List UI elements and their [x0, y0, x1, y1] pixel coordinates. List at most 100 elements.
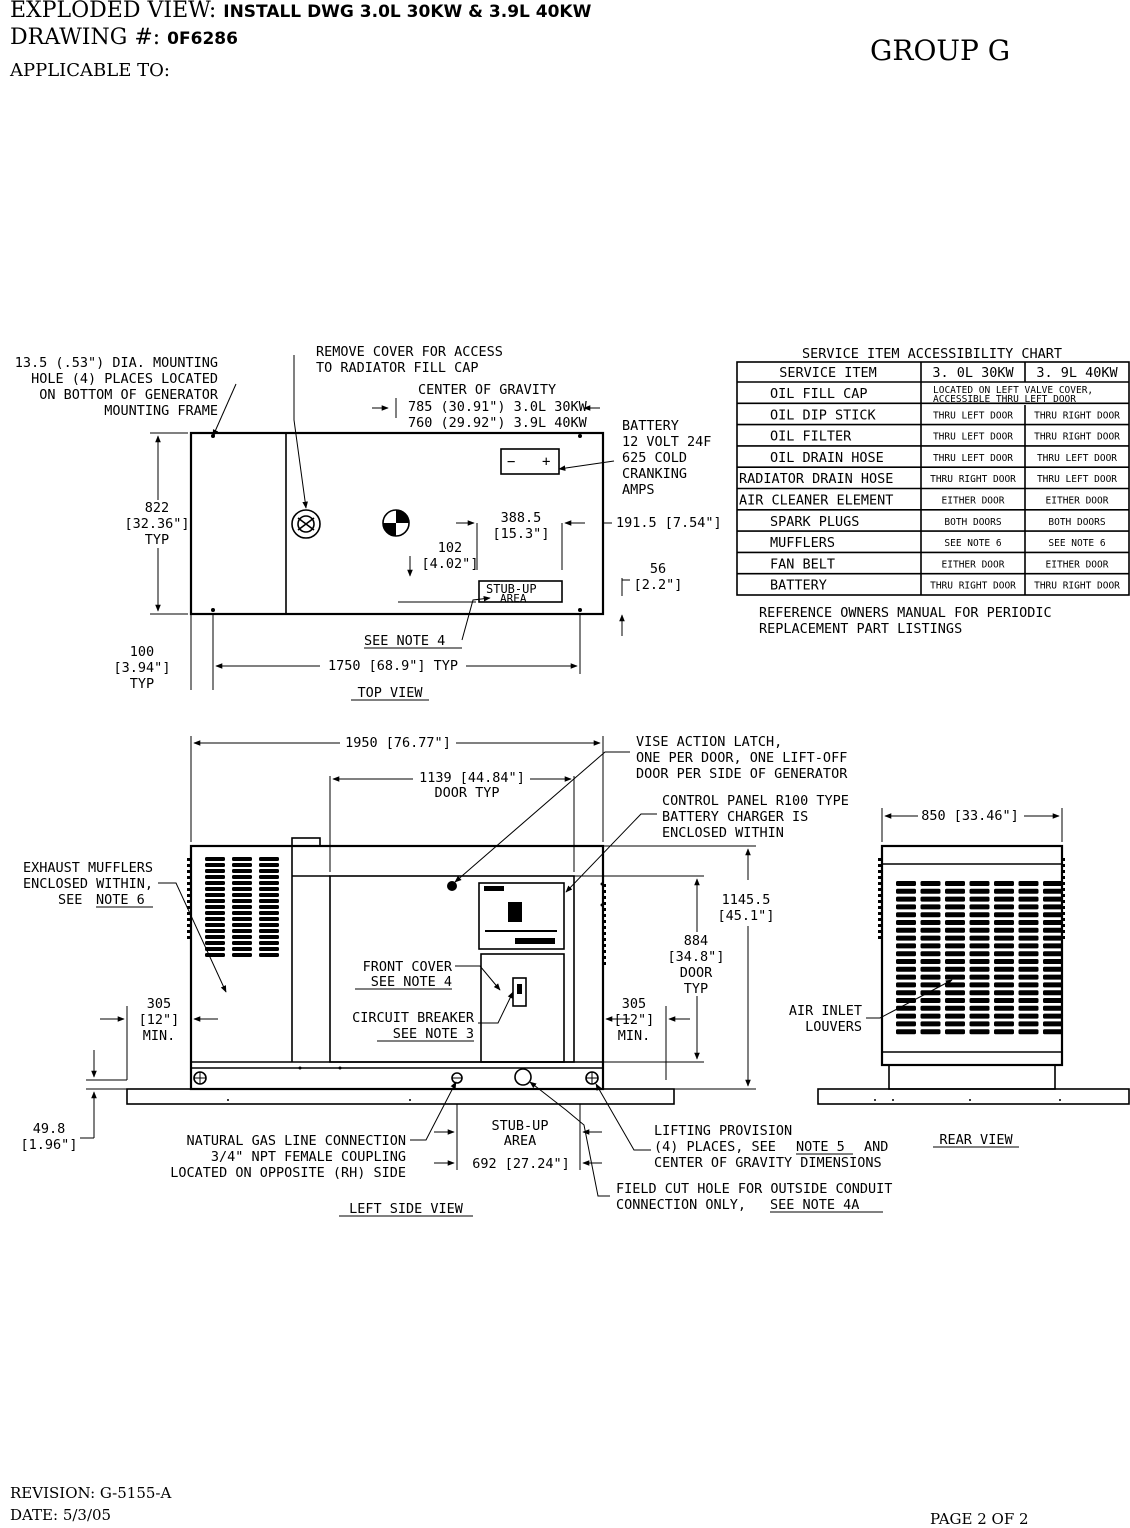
dim-692: 692 [27.24"]: [472, 1156, 570, 1172]
edge-tick: [187, 930, 190, 933]
conduit-hole: [514, 1068, 532, 1086]
top-view: − + STUB-UP AREA: [15, 344, 722, 701]
enclosure-outline: [189, 844, 605, 1091]
chart-note-2: REPLACEMENT PART LISTINGS: [759, 621, 962, 637]
louver-slat: [232, 929, 252, 933]
edge-tick: [187, 864, 190, 867]
latch-note: VISE ACTION LATCH,: [636, 734, 782, 750]
chart-row-40kw: EITHER DOOR: [1046, 496, 1109, 507]
field-cut-note-2: CONNECTION ONLY,: [616, 1197, 746, 1213]
edge-tick: [1062, 888, 1065, 891]
stub-up-side-2: AREA: [504, 1133, 537, 1149]
exploded-view-value: INSTALL DWG 3.0L 30KW & 3.9L 40KW: [223, 2, 592, 22]
rear-pad: [817, 1088, 1130, 1105]
date-label: DATE: 5/3/05: [10, 1506, 112, 1524]
louver-slat: [920, 959, 941, 964]
louver-slat: [232, 887, 252, 891]
louver-slat: [969, 927, 990, 933]
louver-slat: [1018, 912, 1039, 918]
edge-tick: [1062, 936, 1065, 939]
louver-slat: [920, 998, 941, 1003]
louver-slat: [969, 951, 990, 957]
dim-305-right-min: MIN.: [618, 1028, 651, 1044]
exhaust-note: EXHAUST MUFFLERS: [23, 860, 153, 876]
louver-slat: [994, 966, 1014, 972]
louver-slat: [945, 1013, 965, 1019]
louver-slat: [1018, 935, 1039, 941]
chart-note: REFERENCE OWNERS MANUAL FOR PERIODIC: [759, 605, 1052, 621]
louver-slat: [1043, 904, 1063, 910]
chart-row-item: OIL FILL CAP: [770, 386, 868, 402]
edge-tick: [603, 950, 606, 953]
louver-slat: [205, 893, 225, 897]
louver-slat: [896, 959, 916, 964]
chart-row-item: MUFFLERS: [770, 535, 835, 551]
chart-row-30kw: EITHER DOOR: [942, 559, 1005, 570]
louver-slat: [1018, 904, 1039, 910]
edge-tick: [187, 924, 190, 927]
louver-slat: [1043, 943, 1063, 949]
louver-slat: [1043, 1021, 1063, 1027]
edge-tick: [878, 912, 881, 915]
louver-slat: [920, 912, 941, 918]
louver-slat: [232, 935, 252, 939]
louver-slat: [259, 869, 279, 873]
chart-row-40kw: THRU LEFT DOOR: [1037, 474, 1117, 485]
rear-view-title: REAR VIEW: [939, 1132, 1013, 1148]
louver-slat: [232, 923, 252, 927]
dim-305-left-inch: [12"]: [139, 1012, 180, 1028]
louver-slat: [994, 1005, 1014, 1011]
louver-slat: [896, 904, 916, 910]
dim-100: 100: [130, 644, 154, 660]
louver-slat: [896, 943, 916, 949]
edge-tick: [878, 870, 881, 873]
louver-slat: [969, 966, 990, 972]
louver-slat: [945, 959, 965, 964]
louver-slat: [259, 881, 279, 885]
applicable-to: APPLICABLE TO:: [10, 60, 170, 81]
chart-row-30kw: THRU LEFT DOOR: [933, 410, 1013, 421]
louver-slat: [259, 857, 279, 861]
edge-tick: [187, 906, 190, 909]
battery-note-2: 12 VOLT 24F: [622, 434, 711, 450]
stub-up-side: STUB-UP: [492, 1118, 549, 1134]
battery-icon: − +: [500, 448, 560, 475]
louver-slat: [945, 912, 965, 918]
edge-tick: [603, 932, 606, 935]
chart-row-item: OIL FILTER: [770, 429, 852, 445]
front-cover: [480, 953, 565, 1063]
louver-slat: [945, 1005, 965, 1011]
louver-slat: [945, 966, 965, 972]
edge-tick: [603, 956, 606, 959]
drawing-number-label: DRAWING #:: [10, 25, 161, 50]
remove-cover-note-2: TO RADIATOR FILL CAP: [316, 360, 479, 376]
chart-row-40kw: THRU RIGHT DOOR: [1034, 410, 1120, 421]
louver-slat: [920, 966, 941, 972]
louver-slat: [1043, 912, 1063, 918]
louver-slat: [205, 929, 225, 933]
dim-822-typ: TYP: [145, 532, 169, 548]
louver-slat: [1018, 1005, 1039, 1011]
edge-tick: [603, 890, 606, 893]
louver-slat: [205, 911, 225, 915]
dim-1145-5-inch: [45.1"]: [718, 908, 775, 924]
louver-slat: [1018, 990, 1039, 996]
louver-slat: [994, 920, 1014, 925]
edge-tick: [878, 936, 881, 939]
louver-slat: [1043, 966, 1063, 972]
louver-slat: [945, 951, 965, 957]
left-side-view: 1950 [76.77"] 1139 [44.84"] DOOR TYP VIS…: [21, 734, 893, 1217]
edge-tick: [878, 900, 881, 903]
dim-884-inch: [34.8"]: [668, 949, 725, 965]
dim-49-8: 49.8: [33, 1121, 66, 1137]
control-panel-note-3: ENCLOSED WITHIN: [662, 825, 784, 841]
louver-slat: [945, 1021, 965, 1027]
chart-row-30kw: SEE NOTE 6: [944, 538, 1001, 549]
chart-row-item: AIR CLEANER ELEMENT: [739, 493, 893, 509]
louver-slat: [232, 953, 252, 957]
louver-slat: [994, 881, 1014, 886]
chart-row-40kw: EITHER DOOR: [1046, 559, 1109, 570]
front-cover-see-note: SEE NOTE 4: [371, 974, 452, 990]
dim-1139: 1139 [44.84"]: [419, 770, 525, 786]
louver-slat: [232, 941, 252, 945]
